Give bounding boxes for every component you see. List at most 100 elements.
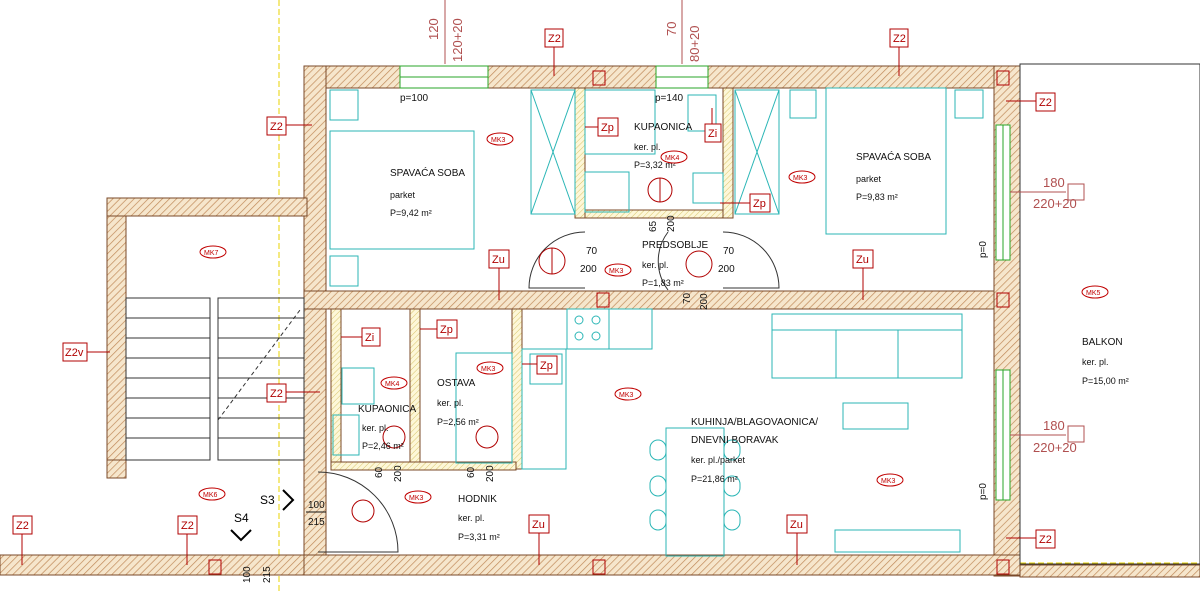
wall-markers <box>208 70 1010 575</box>
svg-text:MK3: MK3 <box>409 495 424 502</box>
svg-text:Z2: Z2 <box>1039 534 1052 546</box>
svg-text:SPAVAĆA SOBA: SPAVAĆA SOBA <box>390 166 465 179</box>
svg-text:220+20: 220+20 <box>1033 196 1077 211</box>
svg-text:P=9,42 m²: P=9,42 m² <box>390 208 432 218</box>
svg-text:P=2,46 m²: P=2,46 m² <box>362 441 404 451</box>
svg-text:Zp: Zp <box>540 360 553 372</box>
tag-z2: Z2 <box>1006 529 1056 549</box>
mk3: MK3 <box>476 361 504 375</box>
svg-text:120: 120 <box>426 18 441 40</box>
room-bed-right: SPAVAĆA SOBA parket P=9,83 m² <box>856 150 931 202</box>
svg-text:P=21,86 m²: P=21,86 m² <box>691 474 738 484</box>
tag-zi: Zi <box>704 108 722 143</box>
svg-text:Zu: Zu <box>532 519 545 531</box>
svg-text:200: 200 <box>666 215 677 232</box>
svg-text:ker. pl.: ker. pl. <box>362 423 389 433</box>
svg-text:Z2: Z2 <box>181 520 194 532</box>
svg-text:p=0: p=0 <box>978 241 989 258</box>
svg-text:P=2,56 m²: P=2,56 m² <box>437 417 479 427</box>
mk3: MK3 <box>604 263 632 277</box>
windows <box>399 65 1011 501</box>
tag-z2: Z2 <box>12 515 33 565</box>
svg-text:Zu: Zu <box>856 254 869 266</box>
svg-text:PREDSOBLJE: PREDSOBLJE <box>642 240 708 251</box>
tag-zu: Zu <box>852 249 874 300</box>
svg-text:MK4: MK4 <box>385 381 400 388</box>
svg-text:ker. pl.: ker. pl. <box>642 260 669 270</box>
svg-text:65: 65 <box>648 220 659 232</box>
staircase <box>125 297 305 461</box>
mk6: MK6 <box>198 487 226 501</box>
svg-text:Zp: Zp <box>440 324 453 336</box>
mk4: MK4 <box>380 376 408 390</box>
svg-text:ker. pl.: ker. pl. <box>458 513 485 523</box>
interior-walls <box>303 87 995 471</box>
room-hall-top: PREDSOBLJE ker. pl. P=1,83 m² <box>642 240 708 288</box>
svg-text:p=140: p=140 <box>655 93 684 104</box>
tag-zp: Zp <box>522 355 558 375</box>
section-marks: S3 S4 <box>230 489 295 542</box>
svg-text:Z2: Z2 <box>16 520 29 532</box>
svg-text:P=3,31 m²: P=3,31 m² <box>458 532 500 542</box>
svg-text:215: 215 <box>308 517 325 528</box>
dimensions: 120 120+20 70 80+20 p=100 p=140 p=0 p=0 … <box>242 0 1085 583</box>
svg-text:200: 200 <box>718 264 735 275</box>
mk-markers: MK3 MK4 MK3 MK7 MK3 MK5 MK3 MK4 MK3 MK3 … <box>198 132 1109 504</box>
svg-text:MK3: MK3 <box>793 175 808 182</box>
svg-text:KUPAONICA: KUPAONICA <box>634 122 692 133</box>
svg-text:200: 200 <box>699 293 710 310</box>
svg-text:70: 70 <box>682 292 693 304</box>
room-hall-bottom: HODNIK ker. pl. P=3,31 m² <box>458 494 500 542</box>
svg-text:70: 70 <box>586 246 598 257</box>
mk3: MK3 <box>876 473 904 487</box>
room-bath-left: KUPAONICA ker. pl. P=2,46 m² <box>358 404 416 451</box>
tag-z2: Z2 <box>889 28 909 76</box>
tag-z2: Z2 <box>266 116 312 136</box>
svg-text:ker. pl.: ker. pl. <box>1082 357 1109 367</box>
svg-text:MK3: MK3 <box>609 268 624 275</box>
svg-text:ker. pl.: ker. pl. <box>634 142 661 152</box>
room-balcony: BALKON ker. pl. P=15,00 m² <box>1082 337 1129 386</box>
mk3: MK3 <box>614 387 642 401</box>
svg-text:ker. pl./parket: ker. pl./parket <box>691 455 746 465</box>
mk7: MK7 <box>199 245 227 259</box>
svg-text:OSTAVA: OSTAVA <box>437 378 476 389</box>
room-storage: OSTAVA ker. pl. P=2,56 m² <box>437 378 479 427</box>
svg-text:MK3: MK3 <box>881 478 896 485</box>
svg-text:200: 200 <box>580 264 597 275</box>
tag-zu: Zu <box>528 514 550 565</box>
mk3: MK3 <box>486 132 514 146</box>
svg-text:parket: parket <box>856 174 882 184</box>
tag-z2: Z2 <box>266 383 320 403</box>
doors <box>317 231 780 553</box>
mk3: MK3 <box>404 490 432 504</box>
svg-text:p=100: p=100 <box>400 93 429 104</box>
svg-text:P=3,32 m²: P=3,32 m² <box>634 160 676 170</box>
tag-zp: Zp <box>585 117 619 137</box>
tag-z2: Z2 <box>177 515 198 565</box>
balcony-outline <box>1019 63 1200 565</box>
svg-text:KUPAONICA: KUPAONICA <box>358 404 416 415</box>
svg-text:P=15,00 m²: P=15,00 m² <box>1082 376 1129 386</box>
svg-text:Z2: Z2 <box>270 121 283 133</box>
svg-text:DNEVNI BORAVAK: DNEVNI BORAVAK <box>691 435 779 446</box>
section-arrow <box>282 489 295 511</box>
svg-text:BALKON: BALKON <box>1082 337 1123 348</box>
svg-text:MK3: MK3 <box>491 137 506 144</box>
tag-zu: Zu <box>786 514 808 565</box>
svg-text:KUHINJA/BLAGOVAONICA/: KUHINJA/BLAGOVAONICA/ <box>691 417 818 428</box>
room-bath-top: KUPAONICA ker. pl. P=3,32 m² <box>634 122 692 170</box>
svg-text:MK7: MK7 <box>204 250 219 257</box>
svg-text:60: 60 <box>374 466 385 478</box>
room-living: KUHINJA/BLAGOVAONICA/ DNEVNI BORAVAK ker… <box>691 417 818 484</box>
svg-text:180: 180 <box>1043 418 1065 433</box>
svg-text:MK3: MK3 <box>481 366 496 373</box>
svg-text:MK5: MK5 <box>1086 290 1101 297</box>
tag-z2: Z2 <box>544 28 564 76</box>
mk5: MK5 <box>1081 285 1109 299</box>
svg-text:80+20: 80+20 <box>687 25 702 62</box>
svg-text:Zi: Zi <box>365 332 374 344</box>
svg-text:p=0: p=0 <box>978 483 989 500</box>
svg-text:100: 100 <box>308 500 325 511</box>
